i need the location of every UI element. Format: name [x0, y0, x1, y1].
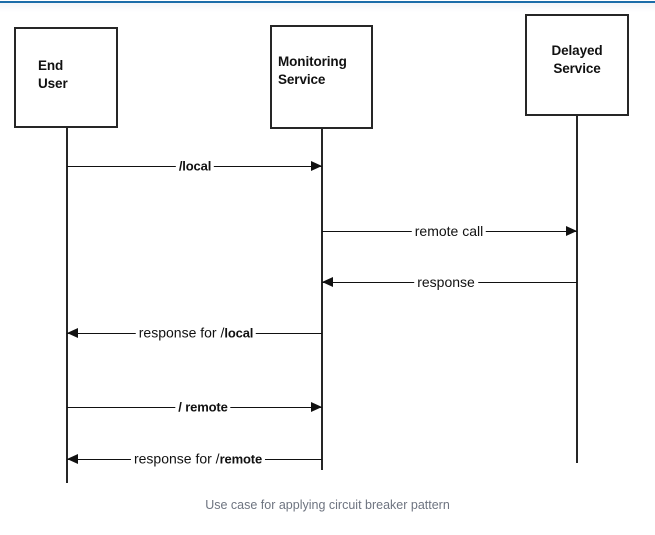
message-label-local-response: response for /local: [135, 324, 257, 342]
message-label-local-request: /local: [175, 157, 215, 175]
lifeline-monitoring-service: [321, 129, 323, 470]
participant-box-end-user: [14, 27, 118, 128]
top-accent-rule: [0, 1, 655, 3]
message-emphasis-remote-request: remote: [185, 399, 228, 415]
arrow-head-remote-request: [311, 402, 322, 412]
arrow-head-local-response: [67, 328, 78, 338]
message-text-local-response: response for /: [138, 324, 225, 341]
message-label-remote-request: / remote: [175, 398, 231, 416]
participant-box-delayed-service: [525, 14, 629, 116]
arrow-head-remote-response: [322, 277, 333, 287]
message-text-remote-req-response: response for /: [133, 450, 220, 467]
top-gradient-strip: [0, 3, 655, 12]
message-label-remote-call: remote call: [411, 223, 487, 239]
arrow-head-remote-req-response: [67, 454, 78, 464]
message-emphasis-local-response: local: [224, 325, 254, 341]
message-label-remote-response: response: [414, 274, 478, 290]
participant-label-end-user: End User: [38, 58, 68, 91]
participant-label-delayed-service: Delayed Service: [551, 43, 603, 76]
arrow-head-local-request: [311, 161, 322, 171]
diagram-caption: Use case for applying circuit breaker pa…: [205, 498, 450, 512]
participant-label-monitoring-service: Monitoring Service: [278, 54, 347, 87]
message-emphasis-local-request: /local: [178, 158, 212, 174]
arrow-head-remote-call: [566, 226, 577, 236]
message-label-remote-req-response: response for /remote: [130, 450, 266, 468]
lifeline-delayed-service: [576, 116, 578, 463]
message-text-remote-call: remote call: [414, 223, 484, 239]
lifeline-end-user: [66, 128, 68, 483]
message-emphasis-remote-req-response: remote: [219, 451, 263, 467]
participant-box-monitoring-service: [270, 25, 373, 129]
message-text-remote-response: response: [417, 274, 475, 290]
message-prefix-remote-request: /: [178, 399, 186, 415]
